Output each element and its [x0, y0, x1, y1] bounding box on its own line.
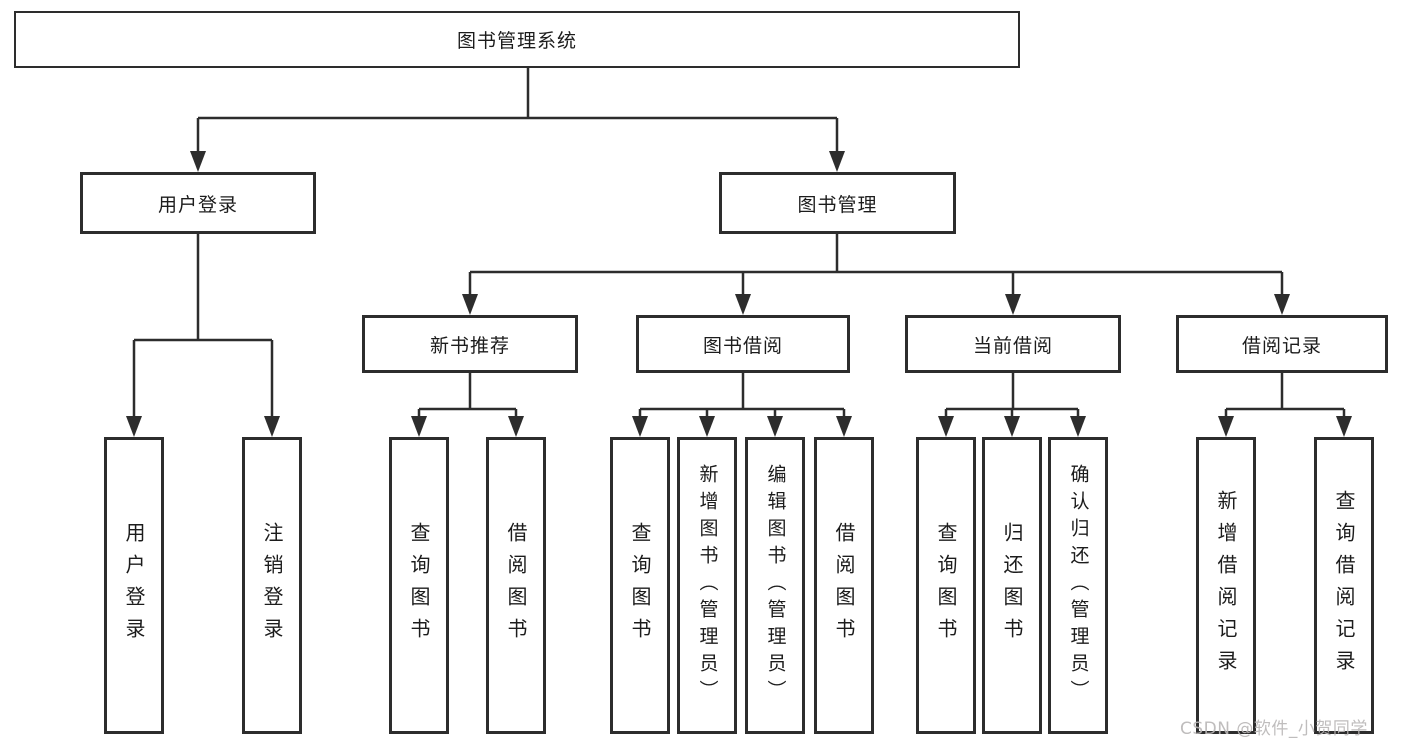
- leaf-newbook-query-books-label: 查询图书: [407, 521, 431, 650]
- csdn-watermark: CSDN @软件_小贺同学: [1180, 719, 1368, 739]
- leaf-confirm-return-admin: 确认归还（管理员）: [1048, 437, 1108, 734]
- leaf-current-query-books-label: 查询图书: [934, 521, 958, 650]
- leaf-user-login: 用户登录: [104, 437, 164, 734]
- leaf-add-borrow-record-label: 新增借阅记录: [1214, 489, 1238, 682]
- node-borrow-records: 借阅记录: [1176, 315, 1388, 373]
- leaf-user-login-label: 用户登录: [122, 521, 146, 650]
- node-book-management: 图书管理: [719, 172, 956, 234]
- node-root-label: 图书管理系统: [456, 30, 577, 52]
- node-current-borrow: 当前借阅: [905, 315, 1121, 373]
- leaf-return-books-label: 归还图书: [1000, 521, 1024, 650]
- node-root-system: 图书管理系统: [14, 11, 1020, 68]
- leaf-borrow-query-books: 查询图书: [610, 437, 670, 734]
- node-user-login: 用户登录: [80, 172, 316, 234]
- leaf-logout-label: 注销登录: [260, 521, 284, 650]
- leaf-query-borrow-record-label: 查询借阅记录: [1332, 489, 1356, 682]
- node-book-management-label: 图书管理: [797, 193, 878, 216]
- leaf-add-borrow-record: 新增借阅记录: [1196, 437, 1256, 734]
- leaf-add-books-admin-label: 新增图书（管理员）: [696, 464, 719, 707]
- node-user-login-label: 用户登录: [157, 193, 238, 216]
- leaf-edit-books-admin-label: 编辑图书（管理员）: [764, 464, 787, 707]
- leaf-newbook-query-books: 查询图书: [389, 437, 449, 734]
- leaf-borrow-books: 借阅图书: [814, 437, 874, 734]
- leaf-newbook-borrow-books: 借阅图书: [486, 437, 546, 734]
- leaf-logout: 注销登录: [242, 437, 302, 734]
- node-borrow-records-label: 借阅记录: [1241, 334, 1322, 357]
- node-current-borrow-label: 当前借阅: [972, 334, 1053, 357]
- leaf-current-query-books: 查询图书: [916, 437, 976, 734]
- leaf-borrow-books-label: 借阅图书: [832, 521, 856, 650]
- node-new-book-recommend-label: 新书推荐: [429, 334, 510, 357]
- leaf-add-books-admin: 新增图书（管理员）: [677, 437, 737, 734]
- leaf-newbook-borrow-books-label: 借阅图书: [504, 521, 528, 650]
- leaf-edit-books-admin: 编辑图书（管理员）: [745, 437, 805, 734]
- leaf-borrow-query-books-label: 查询图书: [628, 521, 652, 650]
- node-new-book-recommend: 新书推荐: [362, 315, 578, 373]
- leaf-confirm-return-admin-label: 确认归还（管理员）: [1067, 464, 1090, 707]
- node-book-borrow-label: 图书借阅: [702, 334, 783, 357]
- leaf-return-books: 归还图书: [982, 437, 1042, 734]
- node-book-borrow: 图书借阅: [636, 315, 850, 373]
- leaf-query-borrow-record: 查询借阅记录: [1314, 437, 1374, 734]
